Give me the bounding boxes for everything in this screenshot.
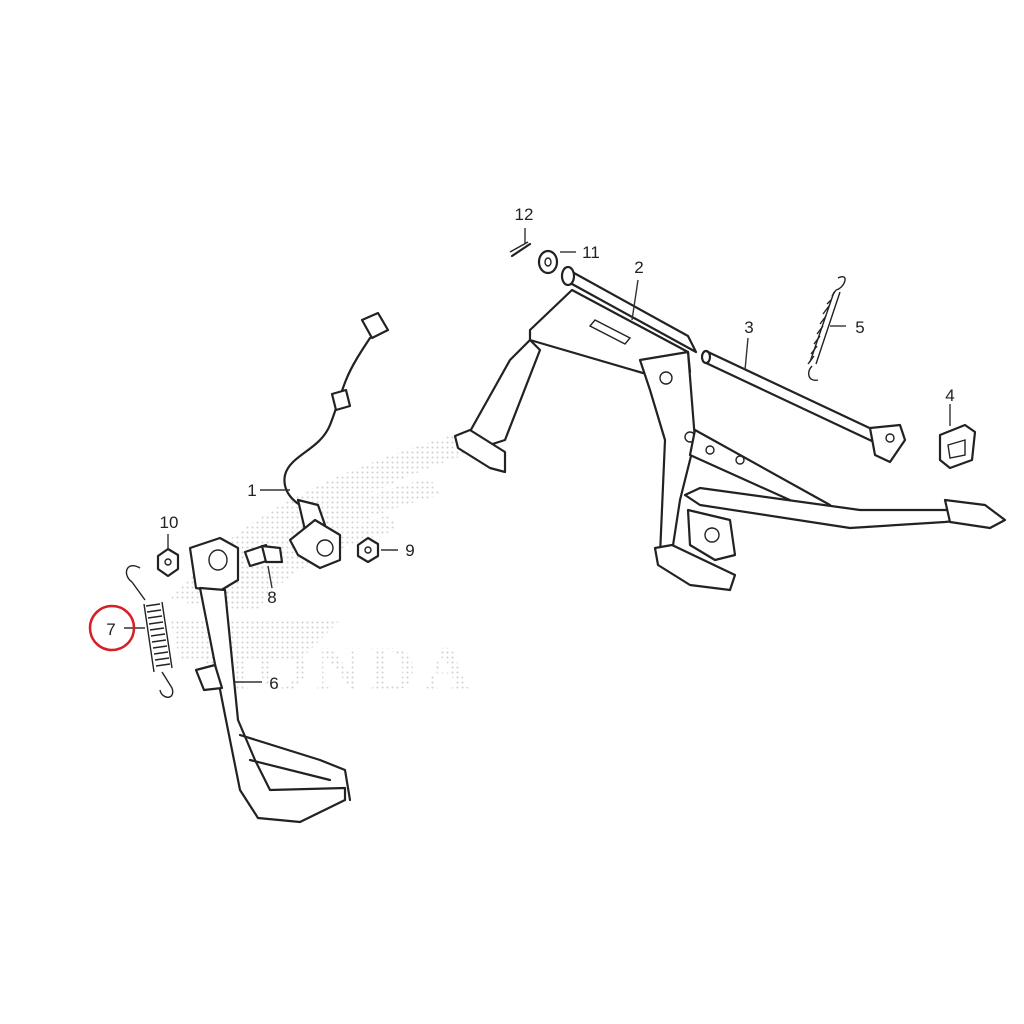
callout-labels: 12 11 2 3 5 4 1 10 9 8 6 7 — [106, 205, 954, 693]
callout-6: 6 — [269, 674, 278, 693]
highlight-circle — [88, 604, 136, 652]
callout-1: 1 — [247, 481, 256, 500]
callout-9: 9 — [405, 541, 414, 560]
stopper-rubber — [938, 423, 977, 470]
pivot-shaft — [700, 349, 907, 464]
washer-11 — [537, 249, 559, 275]
cotter-pin — [509, 241, 532, 258]
callout-11: 11 — [582, 243, 600, 262]
nut-9 — [356, 536, 380, 564]
callout-10: 10 — [160, 513, 179, 532]
callout-4: 4 — [945, 386, 954, 405]
side-stand — [188, 536, 352, 824]
honda-watermark-text: HONDA — [200, 633, 478, 704]
main-stand — [453, 265, 1007, 592]
nut-10 — [156, 547, 180, 578]
callout-2: 2 — [634, 258, 643, 277]
callout-12: 12 — [515, 205, 534, 224]
leader-lines — [124, 228, 951, 683]
side-stand-switch — [283, 311, 390, 570]
main-stand-spring — [807, 276, 846, 381]
bolt-8 — [243, 543, 284, 568]
callout-7: 7 — [106, 620, 115, 639]
callout-8: 8 — [267, 588, 276, 607]
side-stand-spring — [125, 565, 174, 698]
callout-3: 3 — [744, 318, 753, 337]
callout-5: 5 — [855, 318, 864, 337]
